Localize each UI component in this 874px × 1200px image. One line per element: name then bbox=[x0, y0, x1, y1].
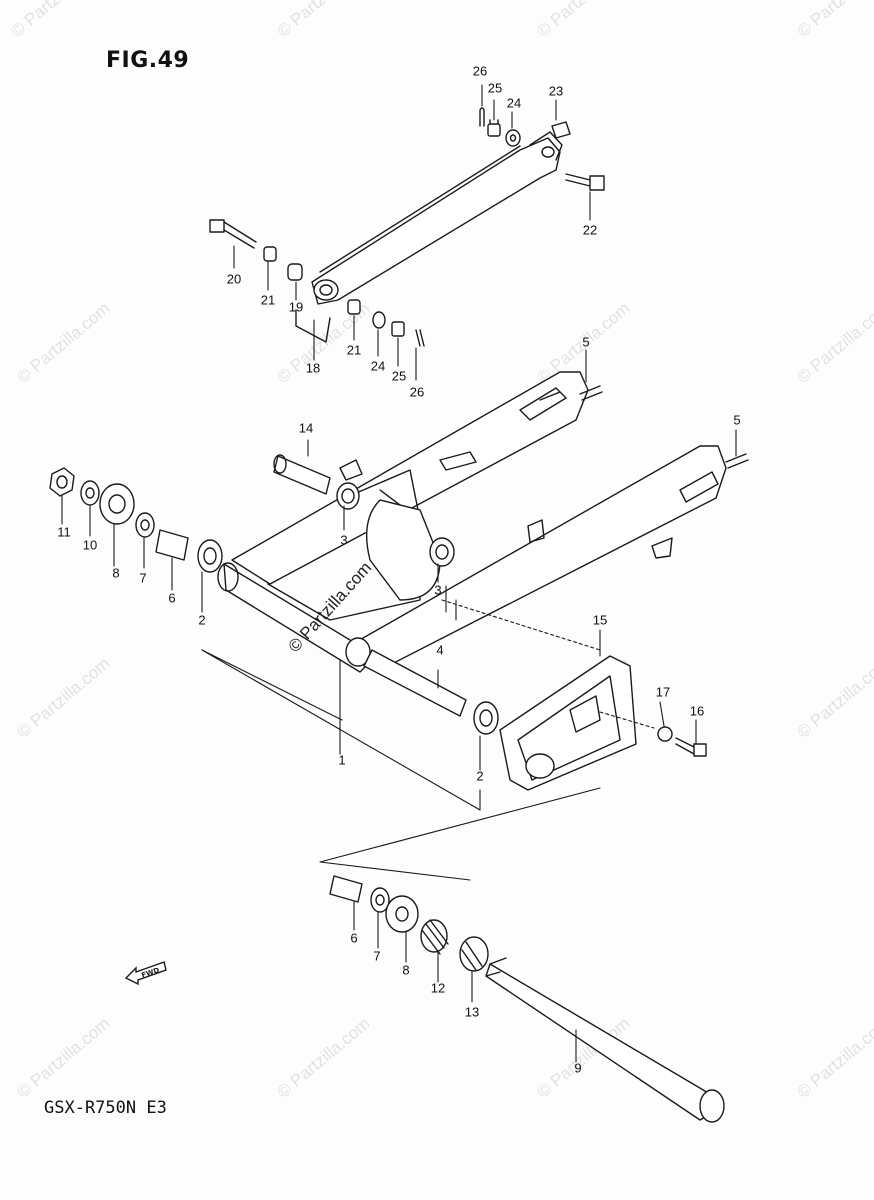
washer bbox=[506, 130, 520, 146]
callout-9[interactable]: 9 bbox=[574, 1060, 582, 1076]
callout-26[interactable]: 26 bbox=[472, 63, 488, 79]
collar bbox=[156, 530, 188, 560]
callout-23[interactable]: 23 bbox=[548, 83, 564, 99]
pivot-axle bbox=[486, 958, 724, 1122]
bolt bbox=[210, 220, 256, 248]
callout-14[interactable]: 14 bbox=[298, 420, 314, 436]
callout-3[interactable]: 3 bbox=[340, 532, 348, 548]
needle-bearing bbox=[430, 538, 454, 566]
fwd-label: FWD bbox=[141, 966, 161, 979]
callout-20[interactable]: 20 bbox=[226, 271, 242, 287]
callout-6[interactable]: 6 bbox=[168, 590, 176, 606]
bushing bbox=[348, 300, 360, 314]
callout-21[interactable]: 21 bbox=[260, 292, 276, 308]
pivot-adjuster bbox=[421, 920, 448, 954]
castle-nut bbox=[392, 322, 404, 336]
callout-7[interactable]: 7 bbox=[373, 948, 381, 964]
collar bbox=[330, 876, 362, 902]
spacer-pin bbox=[274, 455, 330, 494]
callout-13[interactable]: 13 bbox=[464, 1004, 480, 1020]
callout-5[interactable]: 5 bbox=[733, 412, 741, 428]
callout-12[interactable]: 12 bbox=[430, 980, 446, 996]
callout-7[interactable]: 7 bbox=[139, 570, 147, 586]
forward-arrow-icon: FWD bbox=[124, 958, 168, 986]
bolt bbox=[566, 174, 604, 190]
dust-seal bbox=[386, 896, 418, 932]
callout-16[interactable]: 16 bbox=[689, 703, 705, 719]
callout-25[interactable]: 25 bbox=[391, 368, 407, 384]
washer bbox=[81, 481, 99, 505]
adjuster-bolt bbox=[726, 454, 748, 468]
needle-bearing bbox=[474, 702, 498, 734]
callout-24[interactable]: 24 bbox=[506, 95, 522, 111]
callout-2[interactable]: 2 bbox=[198, 612, 206, 628]
callout-5[interactable]: 5 bbox=[582, 334, 590, 350]
callout-19[interactable]: 19 bbox=[288, 299, 304, 315]
callout-11[interactable]: 11 bbox=[57, 524, 71, 540]
spacer bbox=[552, 122, 570, 138]
callout-24[interactable]: 24 bbox=[370, 358, 386, 374]
pivot-shaft bbox=[364, 650, 466, 716]
assembly-bracket bbox=[296, 310, 330, 342]
bolt bbox=[676, 738, 706, 756]
bushing bbox=[288, 264, 302, 280]
callout-8[interactable]: 8 bbox=[112, 565, 120, 581]
cotter-pin bbox=[480, 108, 484, 126]
bushing bbox=[264, 247, 276, 261]
washer bbox=[658, 727, 672, 741]
callout-18[interactable]: 18 bbox=[305, 360, 321, 376]
lock-nut bbox=[460, 937, 488, 971]
callout-6[interactable]: 6 bbox=[350, 930, 358, 946]
callout-8[interactable]: 8 bbox=[402, 962, 410, 978]
callout-26[interactable]: 26 bbox=[409, 384, 425, 400]
castle-nut bbox=[488, 120, 500, 136]
pivot-nut bbox=[50, 468, 74, 496]
callout-2[interactable]: 2 bbox=[476, 768, 484, 784]
needle-bearing bbox=[198, 540, 222, 572]
callout-21[interactable]: 21 bbox=[346, 342, 362, 358]
callout-22[interactable]: 22 bbox=[582, 222, 598, 238]
chain-buffer bbox=[500, 656, 636, 790]
callout-10[interactable]: 10 bbox=[82, 537, 98, 553]
washer bbox=[373, 312, 385, 328]
needle-bearing bbox=[337, 483, 359, 509]
swingarm bbox=[218, 372, 726, 672]
callout-25[interactable]: 25 bbox=[487, 80, 503, 96]
adjuster-bolt bbox=[580, 386, 602, 400]
callout-4[interactable]: 4 bbox=[436, 642, 444, 658]
dust-seal bbox=[100, 484, 134, 524]
torque-rod bbox=[312, 132, 562, 304]
model-code: GSX-R750N E3 bbox=[44, 1098, 167, 1118]
callout-1[interactable]: 1 bbox=[338, 752, 346, 768]
washer bbox=[371, 888, 389, 912]
callout-3[interactable]: 3 bbox=[434, 582, 442, 598]
cotter-pin bbox=[416, 330, 424, 346]
callout-15[interactable]: 15 bbox=[592, 612, 608, 628]
figure-title: FIG.49 bbox=[106, 48, 190, 73]
callout-17[interactable]: 17 bbox=[655, 684, 671, 700]
washer bbox=[136, 513, 154, 537]
